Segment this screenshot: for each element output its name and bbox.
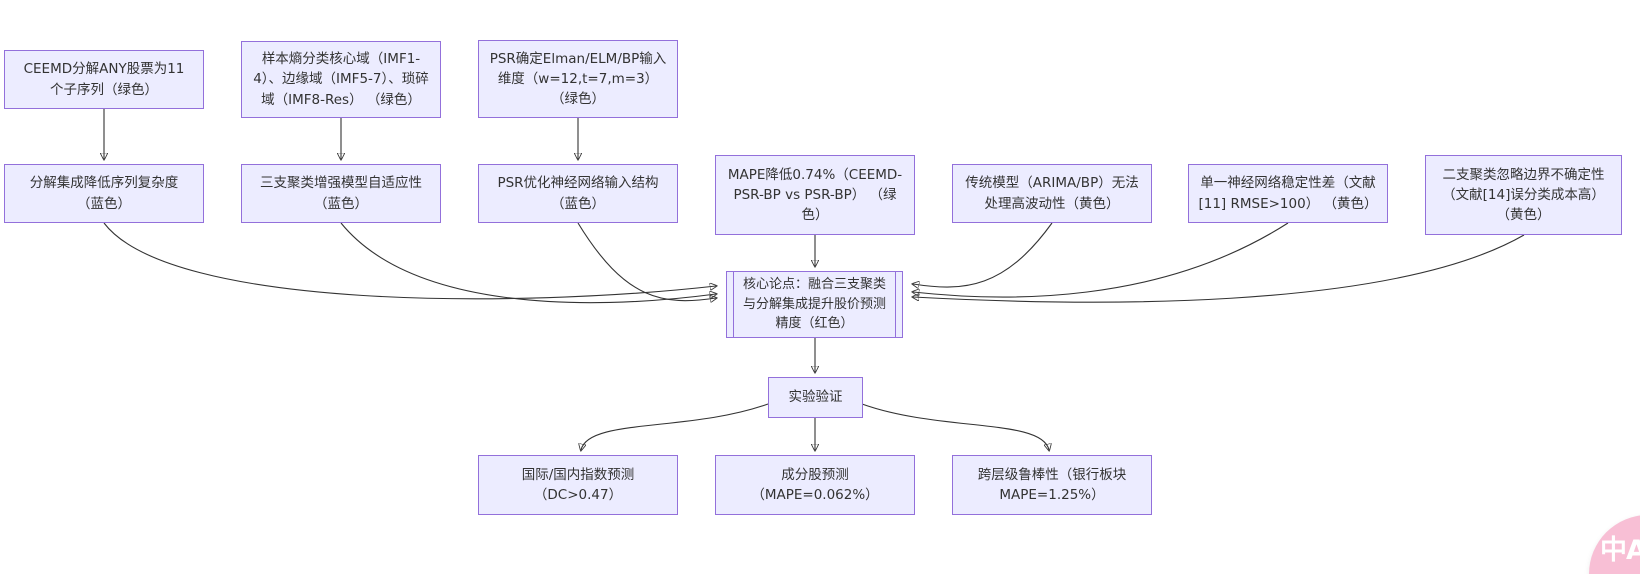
edge-decomposition-core [103,222,716,300]
translate-float-button[interactable]: 中A [1589,515,1640,574]
edge-singlenn-core [913,222,1289,298]
edge-threeway-core [340,222,716,304]
node-label: MAPE降低0.74%（CEEMD-PSR-BP vs PSR-BP） （绿色） [727,166,903,224]
node-label: 实验验证 [788,389,843,406]
node-label: 单一神经网络稳定性差（文献[11] RMSE>100） （黄色） [1198,175,1378,212]
node-two-way-limitation: 二支聚类忽略边界不确定性（文献[14]误分类成本高） （黄色） [1425,155,1622,235]
node-label: 三支聚类增强模型自适应性（蓝色） [260,175,422,212]
node-label: PSR优化神经网络输入结构（蓝色） [497,175,659,212]
node-label: PSR确定Elman/ELM/BP输入维度（w=12,t=7,m=3） （绿色） [489,50,667,108]
node-experiment-validation: 实验验证 [768,377,863,418]
translate-icon: 中A [1600,535,1640,566]
node-robustness: 跨层级鲁棒性（银行板块 MAPE=1.25%） [952,455,1152,515]
edge-experiment-robustness [861,403,1049,450]
node-single-nn-limitation: 单一神经网络稳定性差（文献[11] RMSE>100） （黄色） [1188,164,1388,223]
node-label: 分解集成降低序列复杂度（蓝色） [29,175,179,212]
subroutine-bar-right [895,272,896,337]
node-traditional-limitation: 传统模型（ARIMA/BP）无法处理高波动性（黄色） [952,164,1152,223]
node-label: 跨层级鲁棒性（银行板块 MAPE=1.25%） [977,466,1127,503]
edge-experiment-index [581,403,769,450]
edge-traditional-core [913,222,1053,287]
node-psr-benefit: PSR优化神经网络输入结构（蓝色） [478,164,678,223]
node-constituent-prediction: 成分股预测（MAPE=0.062%） [715,455,915,515]
node-label: 核心论点：融合三支聚类与分解集成提升股价预测精度（红色） [742,277,886,332]
node-label: 传统模型（ARIMA/BP）无法处理高波动性（黄色） [965,175,1139,212]
node-sample-entropy: 样本熵分类核心域（IMF1-4）、边缘域（IMF5-7）、琐碎域（IMF8-Re… [241,41,441,118]
subroutine-bar-left [733,272,734,337]
node-label: CEEMD分解ANY股票为11个子序列（绿色） [23,61,185,98]
node-three-way-benefit: 三支聚类增强模型自适应性（蓝色） [241,164,441,223]
node-mape-evidence: MAPE降低0.74%（CEEMD-PSR-BP vs PSR-BP） （绿色） [715,155,915,235]
edge-psrbenefit-core [577,222,716,301]
node-decomposition-benefit: 分解集成降低序列复杂度（蓝色） [4,164,204,223]
node-index-prediction: 国际/国内指数预测（DC>0.47） [478,455,678,515]
node-label: 二支聚类忽略边界不确定性（文献[14]误分类成本高） （黄色） [1442,166,1605,224]
edge-twoway-core [913,234,1525,303]
node-label: 成分股预测（MAPE=0.062%） [751,466,879,503]
node-core-thesis: 核心论点：融合三支聚类与分解集成提升股价预测精度（红色） [726,271,903,338]
node-label: 样本熵分类核心域（IMF1-4）、边缘域（IMF5-7）、琐碎域（IMF8-Re… [253,51,429,108]
node-label: 国际/国内指数预测（DC>0.47） [521,466,635,503]
node-psr-dimension: PSR确定Elman/ELM/BP输入维度（w=12,t=7,m=3） （绿色） [478,40,678,118]
node-ceemd: CEEMD分解ANY股票为11个子序列（绿色） [4,50,204,109]
